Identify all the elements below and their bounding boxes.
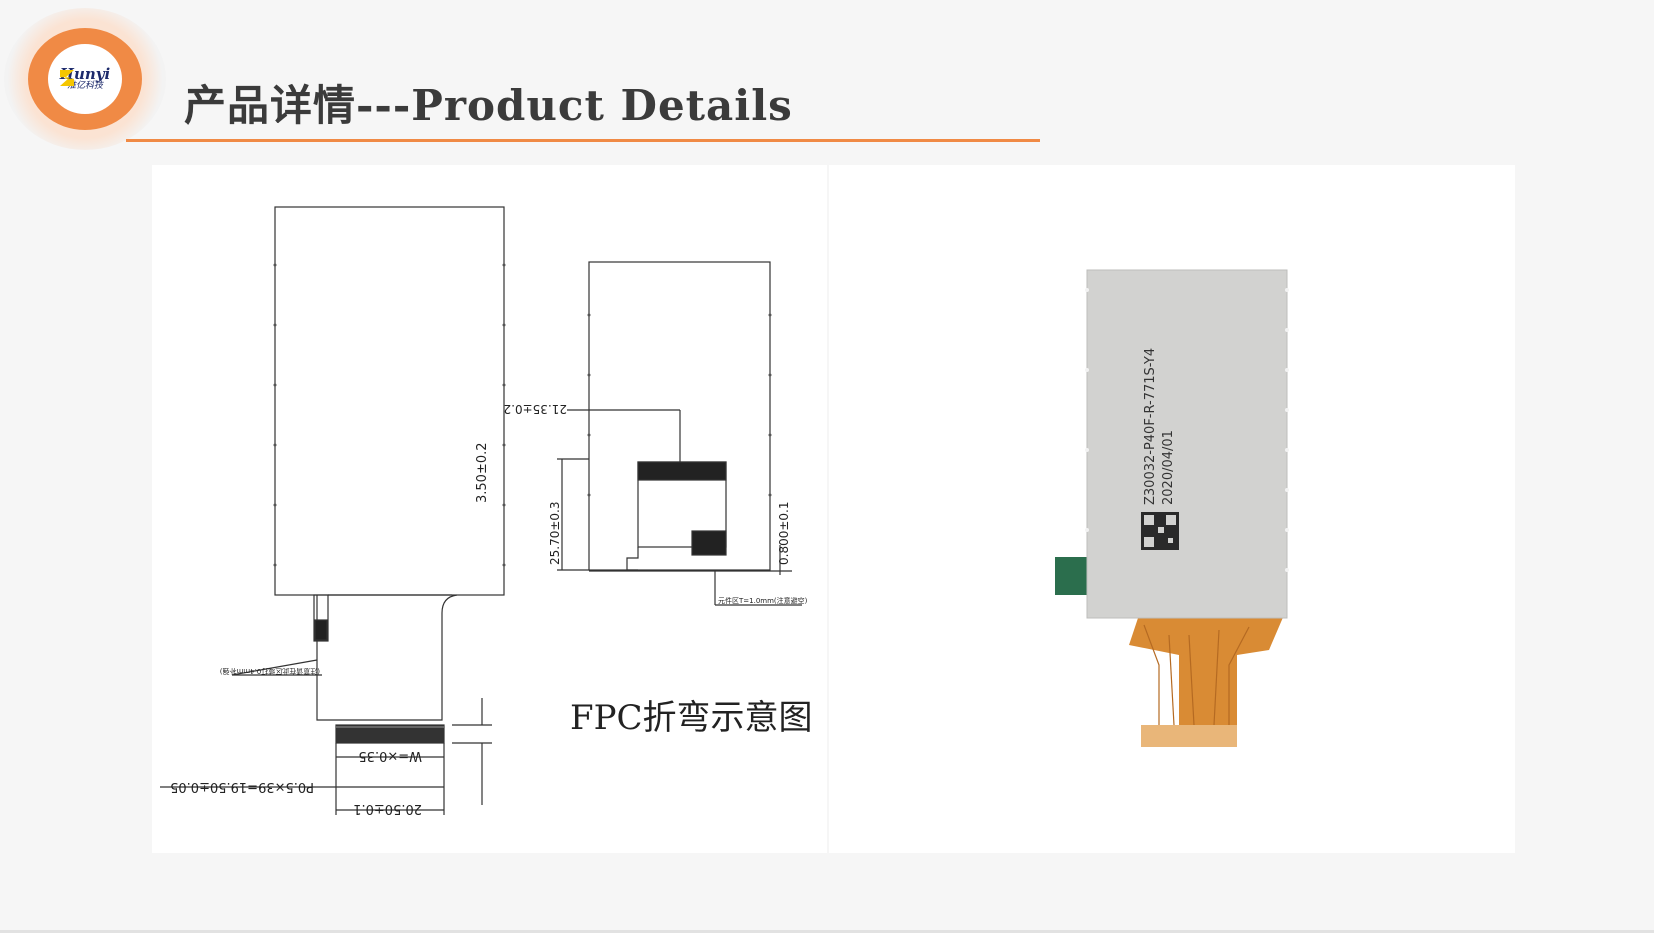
logo-badge: Hunyi 淮亿科技: [48, 44, 122, 114]
lcd-module-back: [1086, 269, 1288, 619]
dim-bend-height: 25.70±0.3: [548, 502, 562, 566]
dim-bend-offset: 21.35±0.2: [504, 402, 568, 416]
fpc-drawing-panel: P0.5×39=19.50±0.05 W=×0.35 20.50±0.1 3.5…: [152, 165, 827, 853]
qr-code: [1141, 512, 1179, 550]
logo-brand-cn: 淮亿科技: [66, 80, 103, 91]
product-photo-panel: Z30032-P40F-R-771S-Y4 2020/04/01: [829, 165, 1515, 853]
dim-thickness: 0.800±0.1: [777, 502, 791, 566]
dim-width: W=×0.35: [358, 748, 422, 763]
label-date: 2020/04/01: [1161, 430, 1176, 505]
fpc-contacts: [1141, 725, 1237, 747]
note-component-area: 元件区T=1.0mm(注意避空): [718, 596, 808, 605]
footer-rule: [0, 930, 1654, 933]
logo-brand: Hunyi: [59, 64, 111, 83]
fpc-tail: [1119, 615, 1284, 745]
product-photo: Z30032-P40F-R-771S-Y4 2020/04/01: [1055, 269, 1289, 747]
page-title: 产品详情---Product Details: [184, 81, 793, 130]
drawing-caption: FPC折弯示意图: [570, 698, 813, 738]
connector-tab: [1055, 557, 1087, 595]
lcd-outline-front: [274, 206, 505, 596]
dim-tail-length: 3.50±0.2: [475, 442, 490, 503]
lcd-outline-back: [588, 261, 771, 571]
dim-pitch: P0.5×39=19.50±0.05: [170, 779, 314, 794]
note-stiffener: (注意请在此区域打0.4mm补强): [219, 667, 320, 676]
fpc-drawing: P0.5×39=19.50±0.05 W=×0.35 20.50±0.1 3.5…: [160, 206, 808, 816]
label-code: Z30032-P40F-R-771S-Y4: [1143, 348, 1158, 505]
title-divider: [126, 139, 1040, 142]
company-logo: Hunyi 淮亿科技: [4, 8, 166, 150]
dim-fpc-width: 20.50±0.1: [353, 801, 422, 816]
